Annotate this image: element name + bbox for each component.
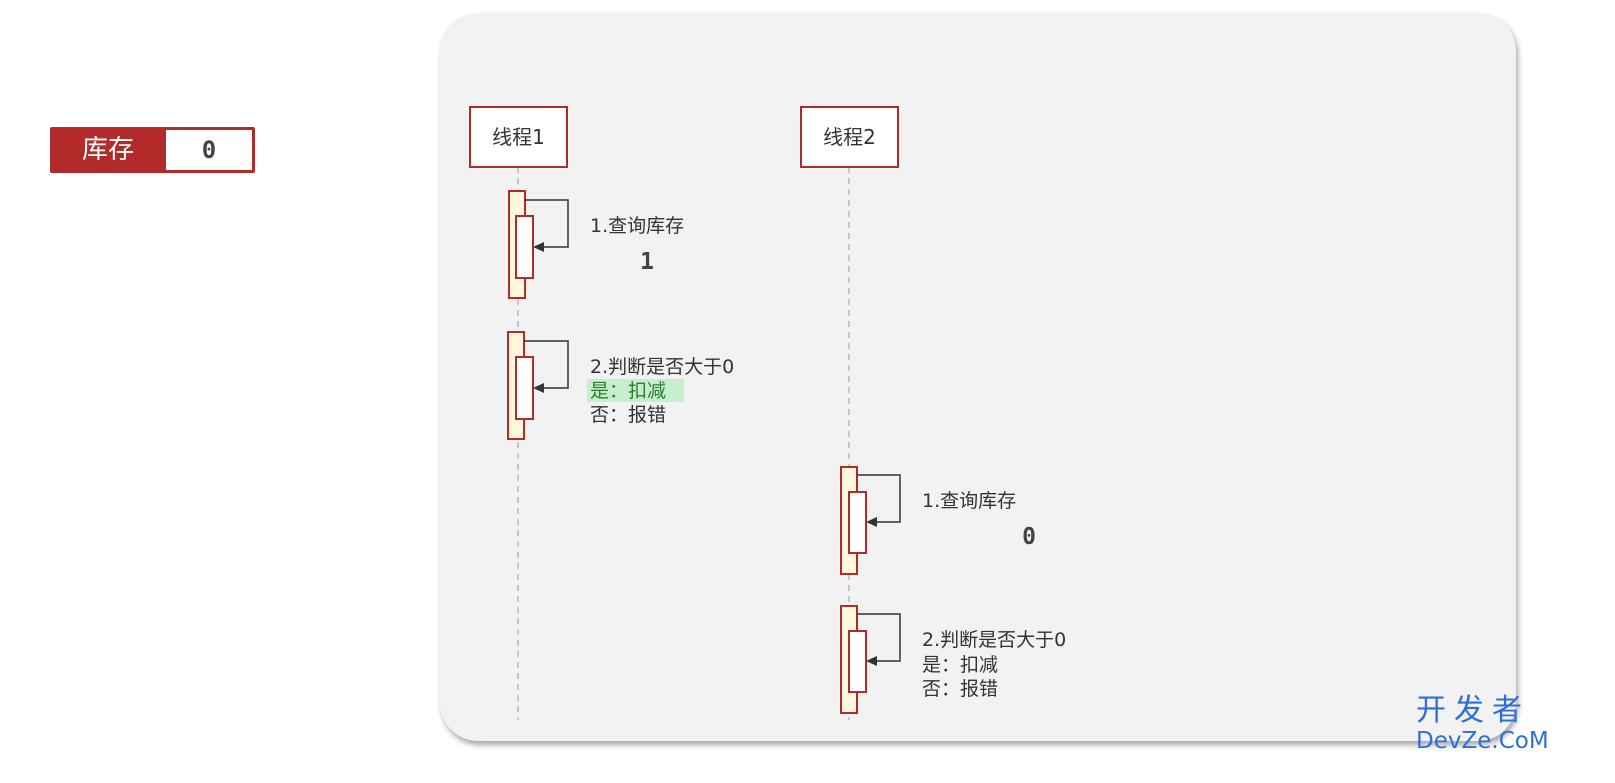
thread2-header: 线程2 — [800, 106, 899, 168]
stock-value: 0 — [166, 130, 252, 170]
sequence-diagram-panel — [440, 13, 1516, 741]
yes-highlight — [587, 379, 684, 402]
thread2-step1-label: 1.查询库存 — [922, 490, 1016, 512]
thread1-name: 线程1 — [492, 125, 545, 149]
thread2-step2-condition: 2.判断是否大于0 — [922, 629, 1066, 651]
thread2-step2-no: 否：报错 — [922, 678, 998, 700]
thread1-step1-result: 1 — [640, 249, 654, 275]
stock-indicator: 库存 0 — [50, 127, 255, 173]
self-call-arrow — [857, 474, 901, 523]
self-call-arrow — [524, 340, 569, 389]
thread1-step1-activation — [508, 190, 569, 299]
watermark-line1: 开发者 — [1416, 693, 1530, 728]
thread2-step1-activation — [840, 466, 901, 575]
thread1-step2-no: 否：报错 — [590, 404, 666, 426]
self-call-arrow — [857, 613, 901, 662]
watermark: 开发者 DevZe.CoM — [1416, 693, 1566, 755]
thread2-step1-result: 0 — [1022, 524, 1036, 550]
thread1-step2-condition: 2.判断是否大于0 — [590, 356, 734, 378]
thread2-name: 线程2 — [823, 125, 876, 149]
thread1-step2-yes: 是：扣减 — [590, 380, 666, 402]
stock-label: 库存 — [81, 135, 134, 165]
self-call-arrow — [525, 199, 569, 248]
thread1-step2-activation — [507, 331, 569, 440]
watermark-line2: DevZe.CoM — [1416, 728, 1549, 754]
thread1-step1-label: 1.查询库存 — [590, 215, 684, 237]
thread1-header: 线程1 — [469, 106, 568, 168]
thread2-step2-yes: 是：扣减 — [922, 654, 998, 676]
thread2-step2-activation — [840, 605, 901, 714]
